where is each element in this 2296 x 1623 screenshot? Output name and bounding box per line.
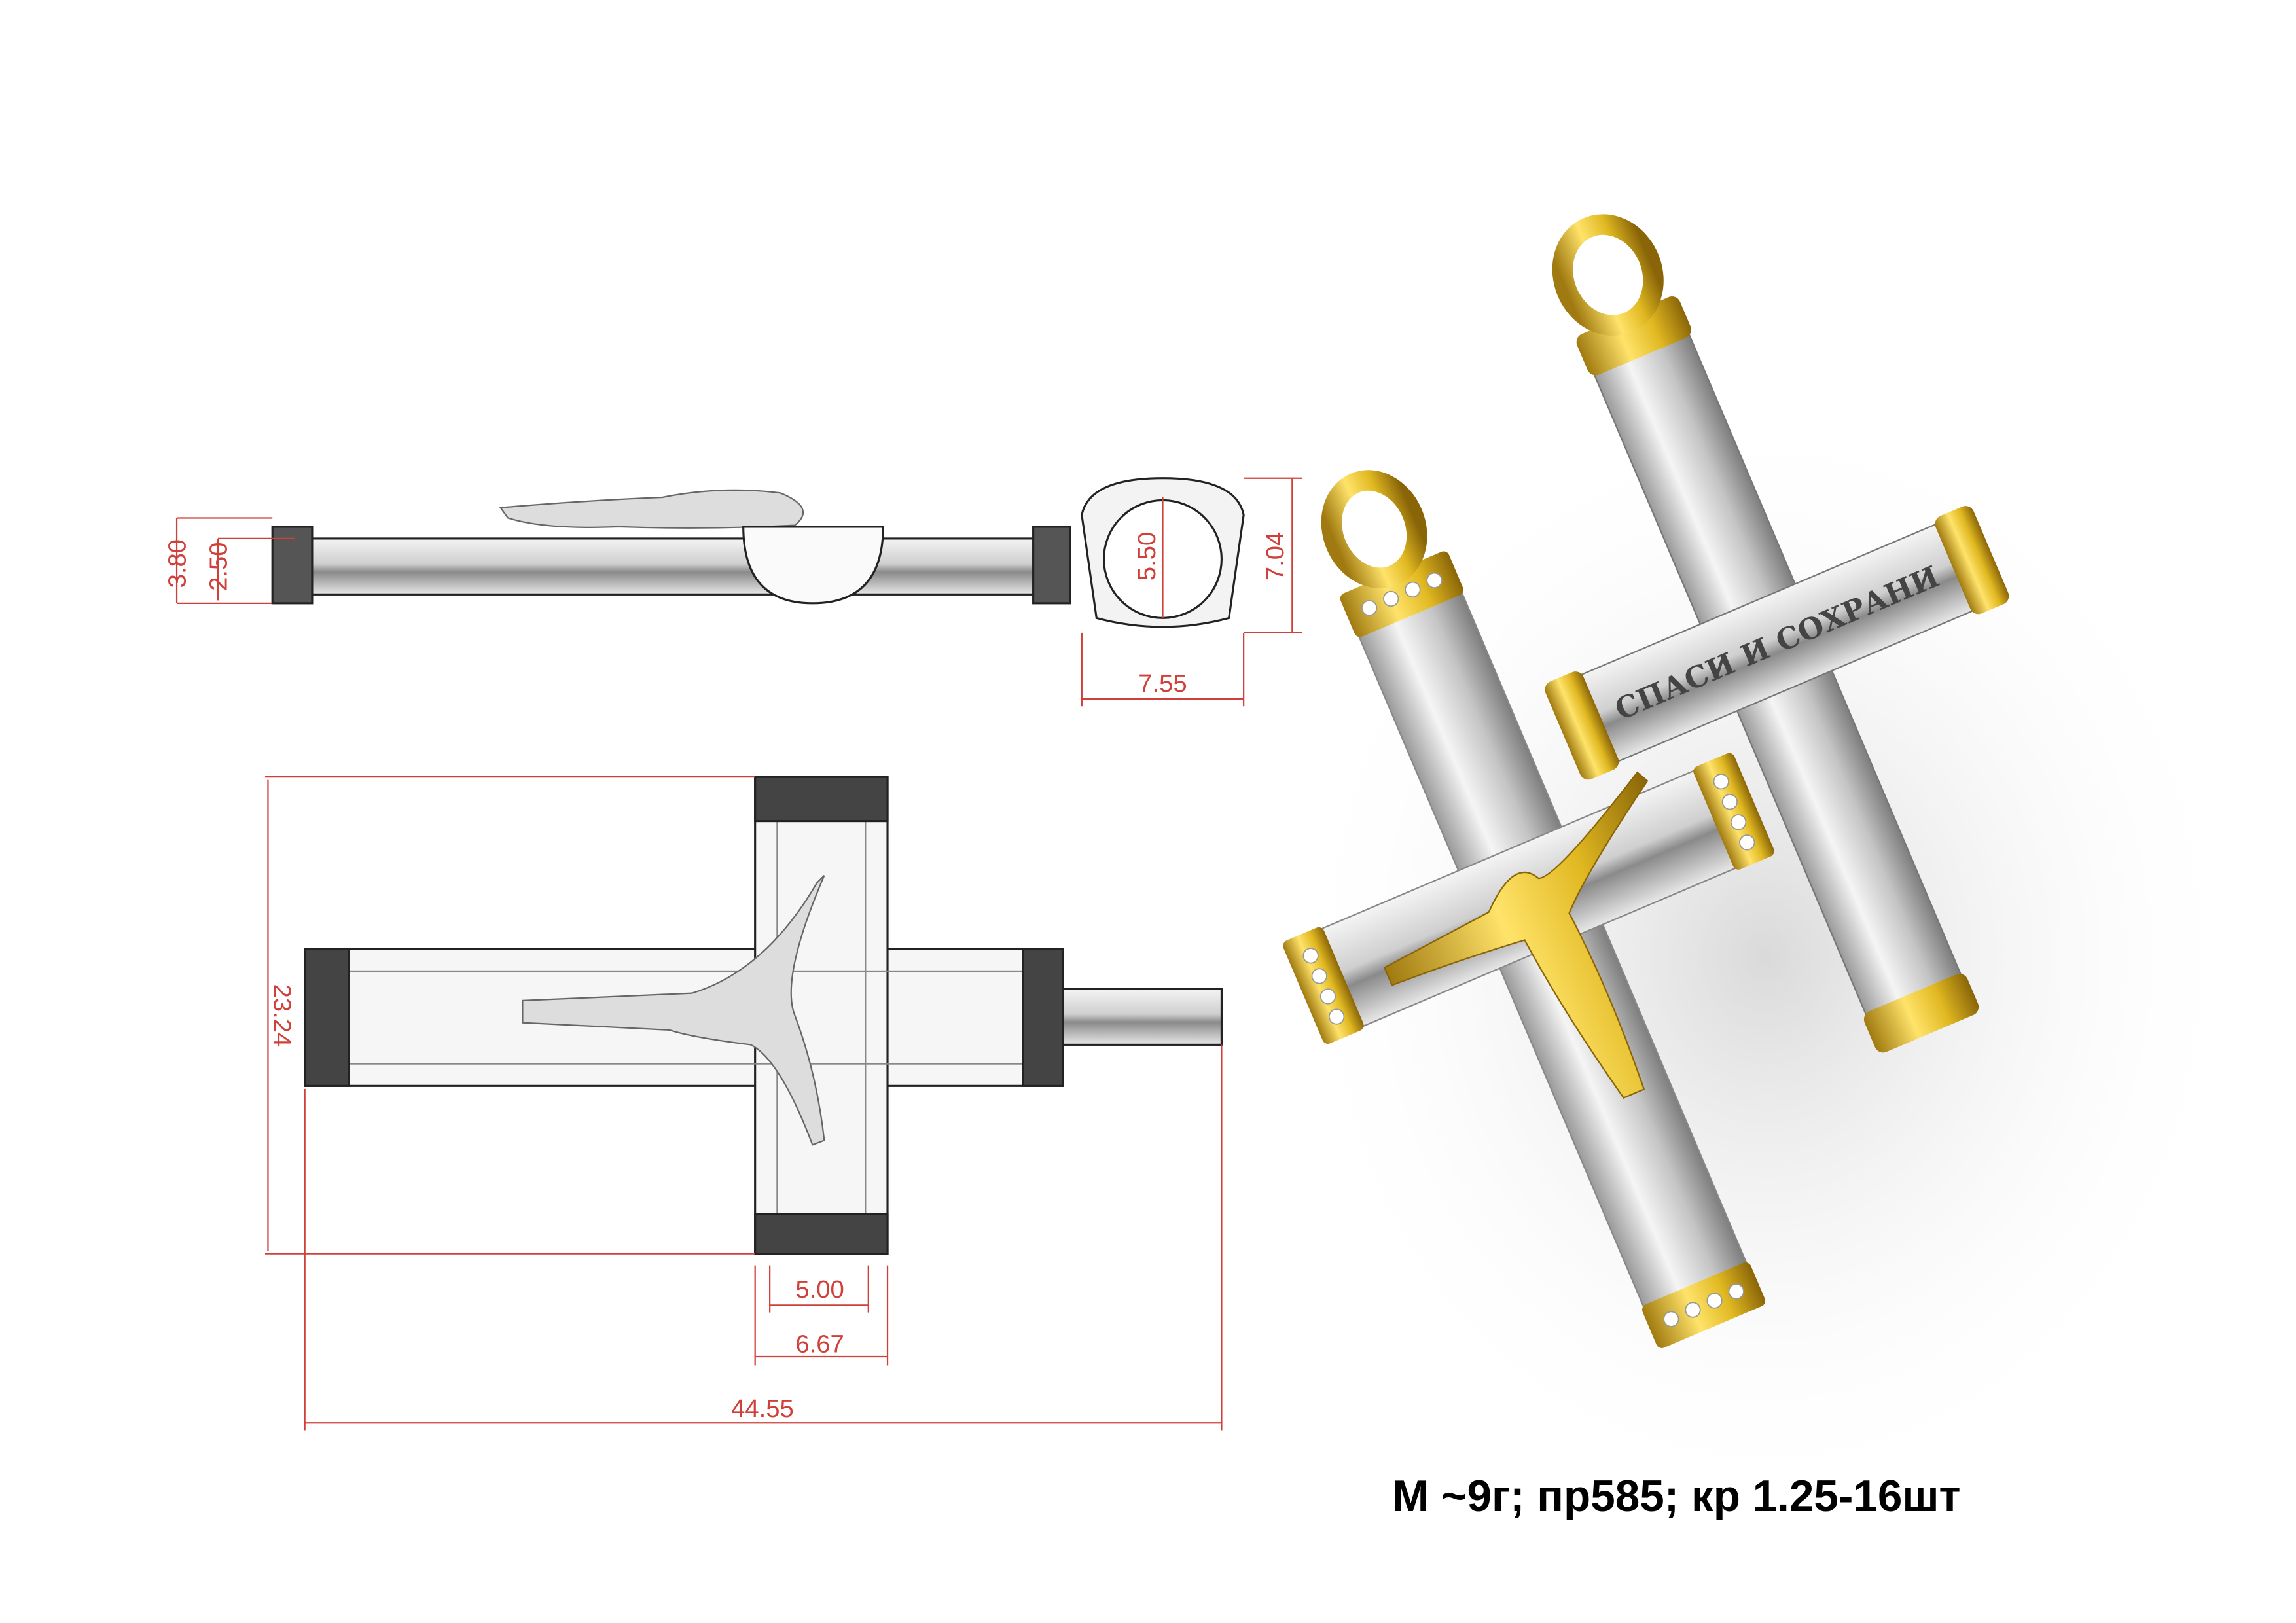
dim-bail-inner: 5.50 (1133, 532, 1161, 580)
side-dimensions: 3.80 2.50 5.50 7.04 7.55 (164, 477, 1303, 707)
crucifix-figure-side (499, 489, 804, 529)
side-bar (293, 537, 1047, 596)
dim-total-width: 44.55 (731, 1395, 794, 1423)
render-front-cross (1283, 470, 1774, 1348)
gem-cap-right (1022, 948, 1064, 1087)
crucifix-figure-front (522, 875, 825, 1146)
gem-cap-top (754, 776, 889, 823)
dim-total-height: 23.24 (268, 984, 296, 1047)
render-shadow (1280, 397, 2252, 1516)
dim-bail-height: 7.04 (1261, 532, 1289, 580)
dim-beam-inner-width: 5.00 (795, 1275, 844, 1304)
gem-cap-bottom (754, 1213, 889, 1255)
bail-half (742, 526, 884, 605)
dim-side-height-total: 3.80 (164, 539, 192, 588)
gold-crucifix-figure (1383, 771, 1649, 1099)
side-end-cap-left (271, 526, 314, 605)
bail-front (1062, 988, 1223, 1046)
front-dimensions: 23.24 5.00 6.67 44.55 (264, 776, 1223, 1431)
front-view (304, 776, 1223, 1255)
dim-side-height-bar: 2.50 (204, 542, 232, 590)
side-view (271, 477, 1245, 628)
dim-bail-width: 7.55 (1138, 669, 1187, 698)
specification-caption: М ~9г; пр585; кр 1.25-16шт (1392, 1472, 1960, 1521)
side-end-cap-right (1032, 526, 1071, 605)
dim-beam-width: 6.67 (795, 1330, 844, 1358)
gem-cap-left (304, 948, 350, 1087)
